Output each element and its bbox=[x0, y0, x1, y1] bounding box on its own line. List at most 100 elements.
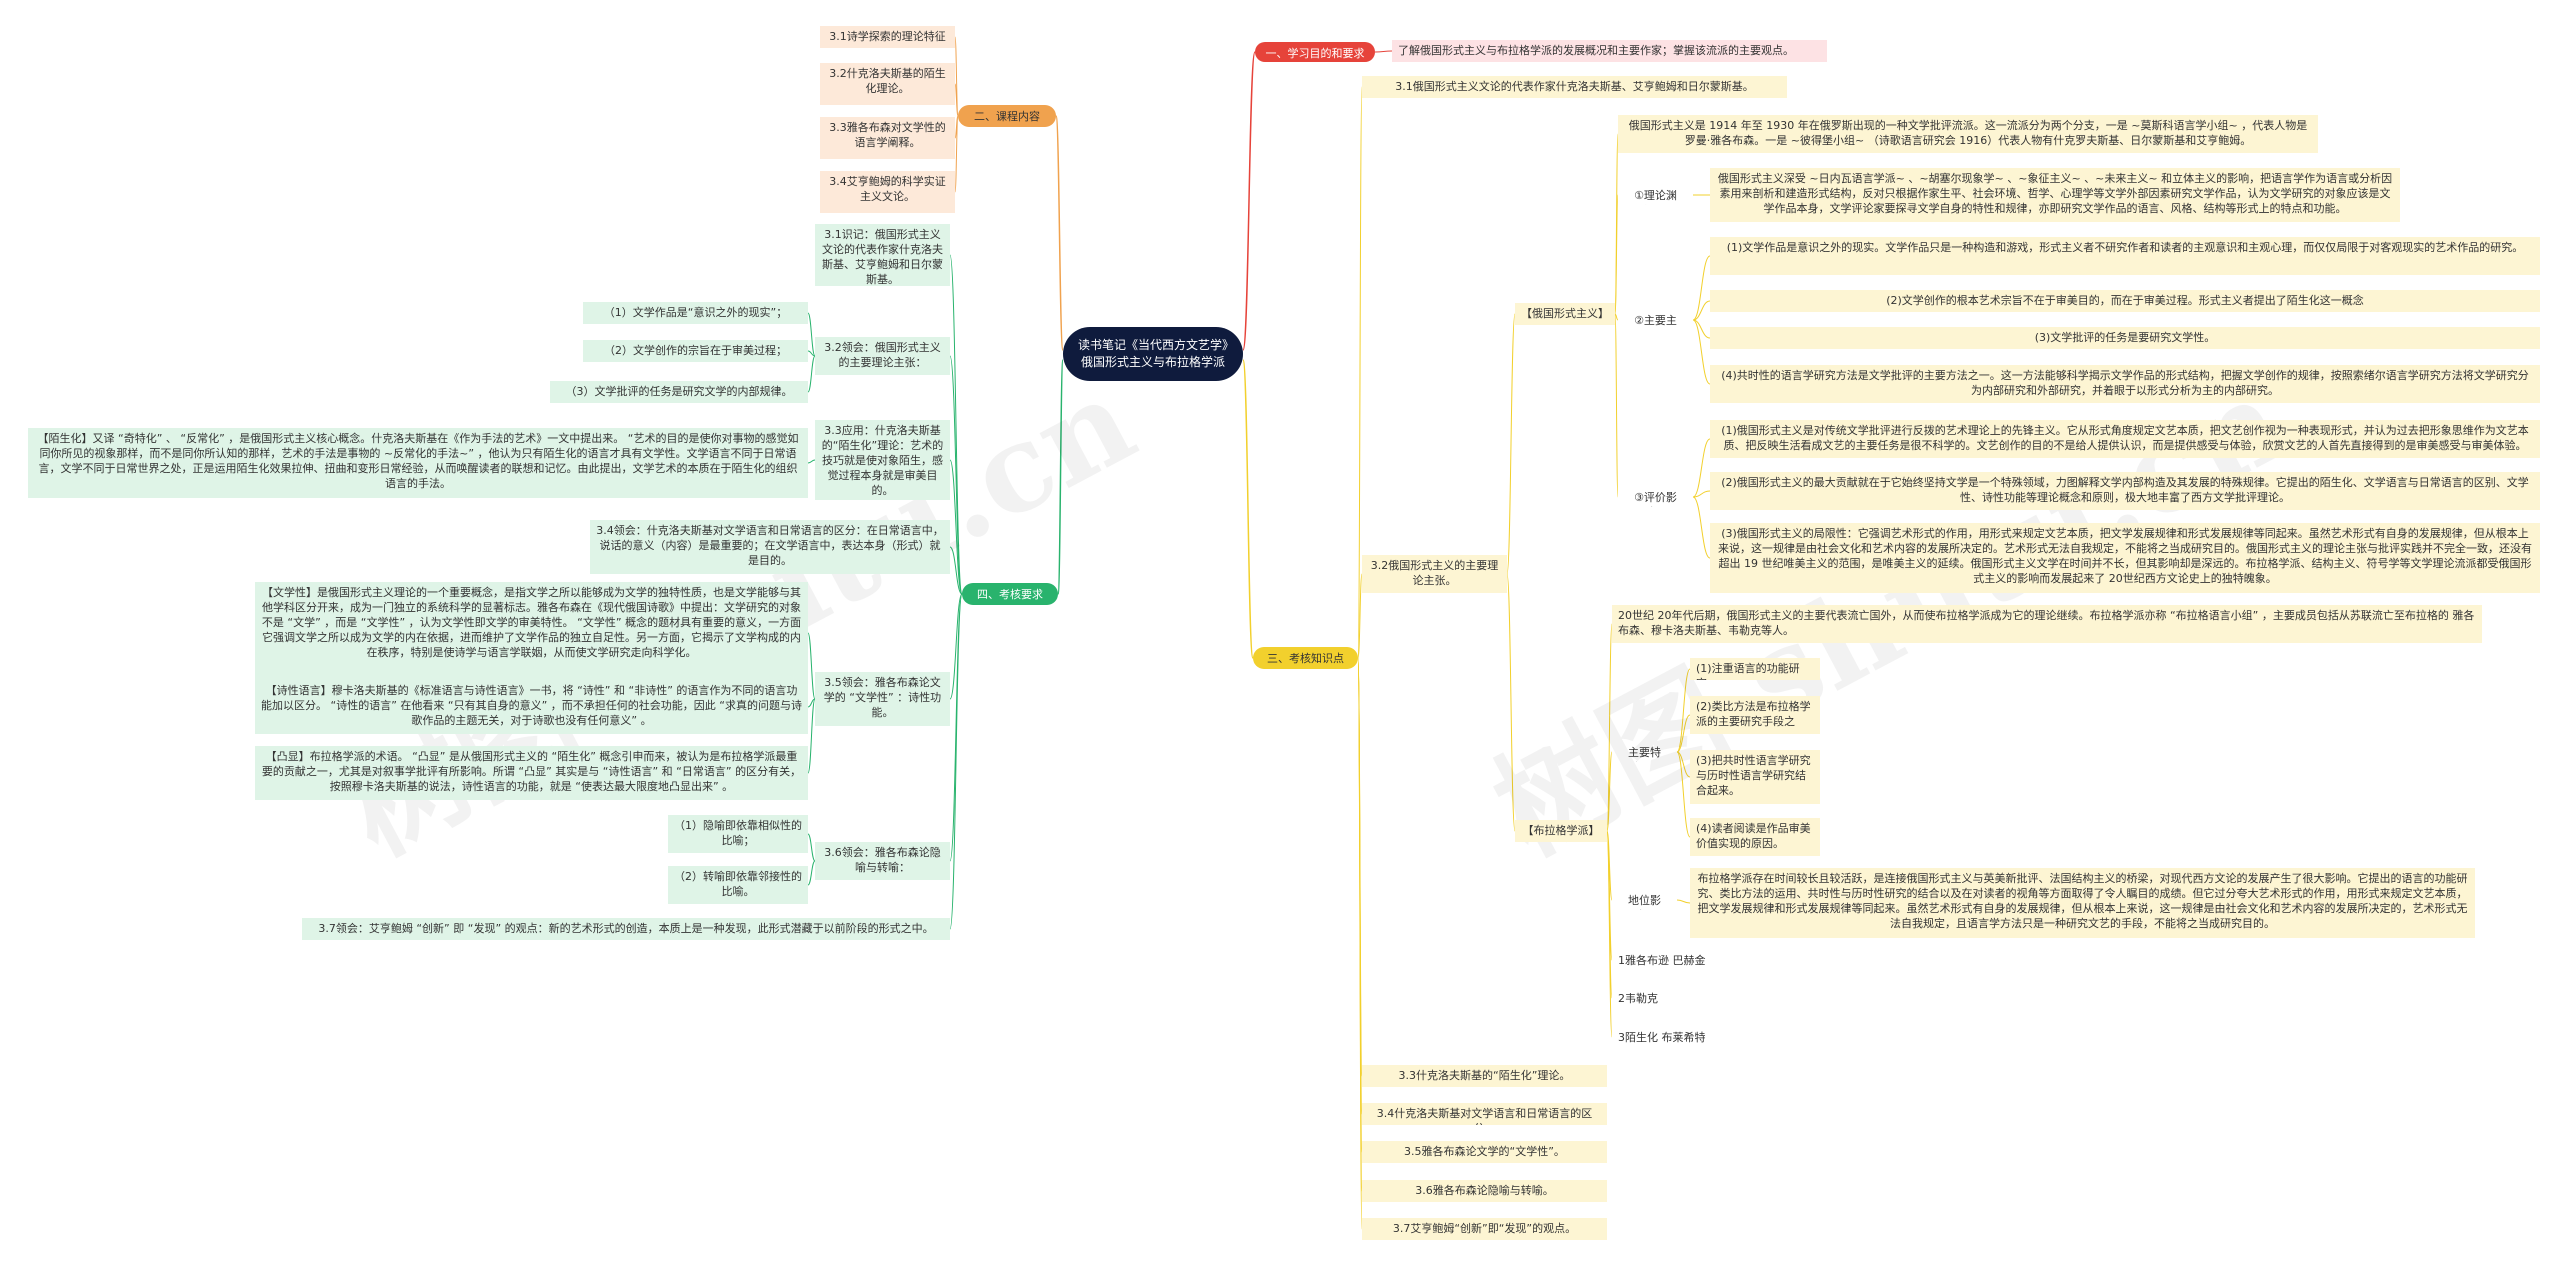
connector-line bbox=[1692, 490, 1711, 498]
connector-line bbox=[954, 115, 959, 193]
connector-line bbox=[807, 860, 816, 886]
feature-item[interactable]: (4)读者阅读是作品审美价值实现的原因。 bbox=[1690, 818, 1820, 856]
branch-knowledge-points[interactable]: 三、考核知识点 bbox=[1253, 647, 1358, 669]
person-item[interactable]: 3陌生化 布莱希特 bbox=[1618, 1031, 1706, 1044]
requirement-3-3-detail[interactable]: 【陌生化】又译 “奇特化” 、 “反常化” ，是俄国形式主义核心概念。什克洛夫斯… bbox=[28, 428, 808, 498]
branch-course-content[interactable]: 二、课程内容 bbox=[958, 105, 1056, 127]
requirement-3-7[interactable]: 3.7领会：艾亨鲍姆 “创新” 即 “发现” 的观点：新的艺术形式的创造，本质上… bbox=[302, 918, 950, 940]
feature-item[interactable]: (1)注重语言的功能研究。 bbox=[1690, 658, 1820, 680]
russian-formalism-intro[interactable]: 俄国形式主义是 1914 年至 1930 年在俄罗斯出现的一种文学批评流派。这一… bbox=[1618, 115, 2318, 153]
theory-origin-text[interactable]: 俄国形式主义深受 ~日内瓦语言学派~ 、~胡塞尔现象学~ 、~象征主义~ 、~未… bbox=[1710, 168, 2400, 222]
connector-line bbox=[807, 698, 816, 774]
russian-formalism-node[interactable]: 【俄国形式主义】 bbox=[1515, 303, 1615, 325]
requirement-3-4[interactable]: 3.4领会：什克洛夫斯基对文学语言和日常语言的区分：在日常语言中，说话的意义（内… bbox=[590, 520, 950, 574]
evaluation-label[interactable]: ③评价影响： bbox=[1634, 491, 1677, 507]
connector-line bbox=[954, 83, 959, 117]
person-item[interactable]: 2韦勒克 bbox=[1618, 992, 1658, 1005]
connector-line bbox=[807, 632, 816, 700]
connector-line bbox=[1614, 313, 1619, 498]
connector-line bbox=[1676, 668, 1691, 753]
branch-learning-goals[interactable]: 一、学习目的和要求 bbox=[1255, 42, 1375, 62]
requirement-3-2-item[interactable]: （1）文学作品是“意识之外的现实”； bbox=[583, 302, 808, 324]
connector-line bbox=[949, 355, 963, 595]
connector-line bbox=[949, 593, 963, 862]
evaluation-item[interactable]: (1)俄国形式主义是对传统文学批评进行反拨的艺术理论上的先锋主义。它从形式角度规… bbox=[1710, 420, 2540, 458]
knowledge-point-3-4[interactable]: 3.4什克洛夫斯基对文学语言和日常语言的区分。 bbox=[1362, 1103, 1607, 1125]
connector-line bbox=[1055, 115, 1064, 351]
main-claim-item[interactable]: (4)共时性的语言学研究方法是文学批评的主要方法之一。这一方法能够科学揭示文学作… bbox=[1710, 365, 2540, 403]
knowledge-point-3-3[interactable]: 3.3什克洛夫斯基的“陌生化”理论。 bbox=[1362, 1065, 1607, 1087]
requirement-3-2[interactable]: 3.2领会：俄国形式主义的主要理论主张： bbox=[815, 337, 950, 375]
connector-line bbox=[1357, 86, 1363, 659]
person-item[interactable]: 1雅各布逊 巴赫金 bbox=[1618, 954, 1706, 967]
connector-line bbox=[1606, 751, 1613, 832]
connector-line bbox=[1692, 255, 1711, 321]
main-claim-item[interactable]: (1)文学作品是意识之外的现实。文学作品只是一种构造和游戏，形式主义者不研究作者… bbox=[1710, 237, 2540, 275]
feature-item[interactable]: (2)类比方法是布拉格学派的主要研究手段之一。 bbox=[1690, 696, 1820, 734]
connector-line bbox=[807, 459, 816, 464]
connector-line bbox=[949, 593, 963, 700]
requirement-3-6-item[interactable]: （1）隐喻即依靠相似性的比喻； bbox=[668, 815, 808, 853]
connector-line bbox=[807, 833, 816, 862]
connector-line bbox=[807, 350, 816, 357]
connector-line bbox=[949, 546, 963, 595]
requirement-3-6[interactable]: 3.6领会：雅各布森论隐喻与转喻： bbox=[815, 842, 950, 880]
connector-line bbox=[1242, 359, 1254, 659]
connector-line bbox=[1374, 50, 1393, 53]
feature-item[interactable]: (3)把共时性语言学研究与历时性语言学研究结合起来。 bbox=[1690, 750, 1820, 804]
connector-line bbox=[1057, 359, 1064, 595]
connector-line bbox=[1676, 714, 1691, 753]
connector-line bbox=[1692, 300, 1711, 321]
connector-line bbox=[1506, 313, 1516, 575]
knowledge-point-3-6[interactable]: 3.6雅各布森论隐喻与转喻。 bbox=[1362, 1180, 1607, 1202]
status-influence-label[interactable]: 地位影响： bbox=[1628, 894, 1661, 910]
connector-line bbox=[807, 355, 816, 393]
knowledge-point-3-7[interactable]: 3.7艾亨鲍姆“创新”即“发现”的观点。 bbox=[1362, 1218, 1607, 1240]
prague-school-intro[interactable]: 20世纪 20年代后期，俄国形式主义的主要代表流亡国外，从而使布拉格学派成为它的… bbox=[1612, 605, 2482, 643]
connector-line bbox=[1606, 830, 1613, 1038]
requirement-3-1[interactable]: 3.1识记：俄国形式主义文论的代表作家什克洛夫斯基、艾亨鲍姆和日尔蒙斯基。 bbox=[815, 224, 950, 286]
theory-origin-label[interactable]: ①理论渊源： bbox=[1634, 189, 1677, 205]
connector-line bbox=[1242, 51, 1256, 351]
main-claims-label[interactable]: ②主要主张： bbox=[1634, 314, 1677, 330]
root-topic[interactable]: 读书笔记《当代西方文艺学》俄国形式主义与布拉格学派 bbox=[1063, 327, 1243, 381]
requirement-3-2-item[interactable]: （2）文学创作的宗旨在于审美过程； bbox=[583, 340, 808, 362]
status-influence-text[interactable]: 布拉格学派存在时间较长且较活跃，是连接俄国形式主义与英美新批评、法国结构主义的桥… bbox=[1690, 868, 2475, 938]
requirement-3-5[interactable]: 3.5领会：雅各布森论文学的 “文学性” ：诗性功能。 bbox=[815, 672, 950, 726]
knowledge-point-3-5[interactable]: 3.5雅各布森论文学的“文学性”。 bbox=[1362, 1141, 1607, 1163]
knowledge-point-3-1[interactable]: 3.1俄国形式主义文论的代表作家什克洛夫斯基、艾亨鲍姆和日尔蒙斯基。 bbox=[1362, 76, 1787, 98]
main-claim-item[interactable]: (3)文学批评的任务是要研究文学性。 bbox=[1710, 327, 2540, 349]
connector-line bbox=[807, 312, 816, 357]
requirement-3-5-detail[interactable]: 【文学性】是俄国形式主义理论的一个重要概念，是指文学之所以能够成为文学的独特性质… bbox=[255, 582, 808, 684]
connector-line bbox=[1692, 438, 1711, 498]
requirement-3-3[interactable]: 3.3应用：什克洛夫斯基的“陌生化”理论：艺术的技巧就是使对象陌生，感觉过程本身… bbox=[815, 420, 950, 500]
connector-line bbox=[1614, 313, 1619, 321]
main-features-label[interactable]: 主要特征： bbox=[1628, 746, 1661, 762]
requirement-3-5-detail[interactable]: 【凸显】布拉格学派的术语。 “凸显” 是从俄国形式主义的 “陌生化” 概念引申而… bbox=[255, 746, 808, 800]
requirement-3-5-detail[interactable]: 【诗性语言】穆卡洛夫斯基的《标准语言与诗性语言》一书，将 “诗性” 和 “非诗性… bbox=[255, 680, 808, 734]
connector-line bbox=[1357, 657, 1363, 1230]
connector-line bbox=[949, 593, 963, 930]
connector-line bbox=[1692, 496, 1711, 559]
knowledge-point-3-2[interactable]: 3.2俄国形式主义的主要理论主张。 bbox=[1362, 555, 1507, 593]
prague-school-node[interactable]: 【布拉格学派】 bbox=[1515, 820, 1607, 842]
connector-line bbox=[1357, 573, 1363, 659]
connector-line bbox=[1614, 194, 1619, 315]
main-claim-item[interactable]: (2)文学创作的根本艺术宗旨不在于审美目的，而在于审美过程。形式主义者提出了陌生… bbox=[1710, 290, 2540, 312]
learning-goals-text[interactable]: 了解俄国形式主义与布拉格学派的发展概况和主要作家；掌握该流派的主要观点。 bbox=[1392, 40, 1827, 62]
course-content-item[interactable]: 3.4艾亨鲍姆的科学实证主义文论。 bbox=[820, 171, 955, 213]
connector-line bbox=[1506, 573, 1516, 832]
course-content-item[interactable]: 3.1诗学探索的理论特征 bbox=[820, 26, 955, 48]
connector-line bbox=[1692, 319, 1711, 385]
connector-line bbox=[807, 698, 816, 708]
requirement-3-6-item[interactable]: （2）转喻即依靠邻接性的比喻。 bbox=[668, 866, 808, 904]
connector-line bbox=[1676, 751, 1691, 838]
course-content-item[interactable]: 3.2什克洛夫斯基的陌生化理论。 bbox=[820, 63, 955, 105]
connector-line bbox=[949, 459, 963, 595]
course-content-item[interactable]: 3.3雅各布森对文学性的语言学阐释。 bbox=[820, 117, 955, 159]
evaluation-item[interactable]: (2)俄国形式主义的最大贡献就在于它始终坚持文学是一个特殊领域，力图解释文学内部… bbox=[1710, 472, 2540, 510]
evaluation-item[interactable]: (3)俄国形式主义的局限性：它强调艺术形式的作用，用形式来规定文艺本质，把文学发… bbox=[1710, 523, 2540, 593]
requirement-3-2-item[interactable]: （3）文学批评的任务是研究文学的内部规律。 bbox=[550, 381, 808, 403]
branch-exam-requirements[interactable]: 四、考核要求 bbox=[962, 583, 1058, 605]
